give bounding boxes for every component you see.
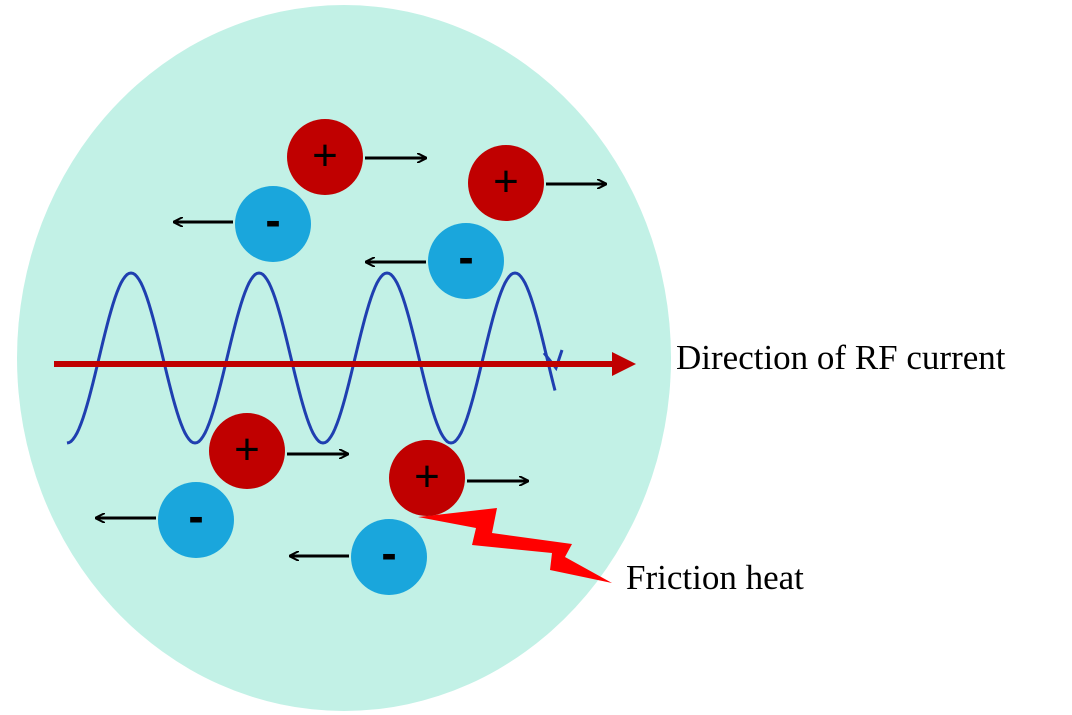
positive-sign: + bbox=[312, 131, 338, 180]
positive-ion: + bbox=[287, 119, 426, 195]
negative-sign: - bbox=[381, 527, 396, 579]
positive-ion: + bbox=[389, 440, 528, 516]
positive-ion: + bbox=[209, 413, 348, 489]
negative-sign: - bbox=[265, 194, 280, 246]
negative-ion: - bbox=[290, 519, 427, 595]
friction-heat-bolt-icon bbox=[418, 508, 612, 583]
rf-current-arrowhead bbox=[612, 352, 636, 376]
negative-ion: - bbox=[366, 223, 504, 299]
positive-sign: + bbox=[414, 452, 440, 501]
rf-field-wave bbox=[66, 271, 557, 445]
conductive-medium-circle bbox=[17, 5, 671, 711]
positive-sign: + bbox=[493, 157, 519, 206]
positive-sign: + bbox=[234, 425, 260, 474]
negative-sign: - bbox=[188, 490, 203, 542]
negative-sign: - bbox=[458, 231, 473, 283]
positive-ion: + bbox=[468, 145, 606, 221]
rf-field-wave-arrowhead bbox=[542, 349, 564, 372]
friction-heat-label: Friction heat bbox=[626, 558, 804, 597]
negative-ion: - bbox=[96, 482, 234, 558]
negative-ion: - bbox=[174, 186, 311, 262]
rf-current-direction-label: Direction of RF current bbox=[676, 338, 1006, 377]
